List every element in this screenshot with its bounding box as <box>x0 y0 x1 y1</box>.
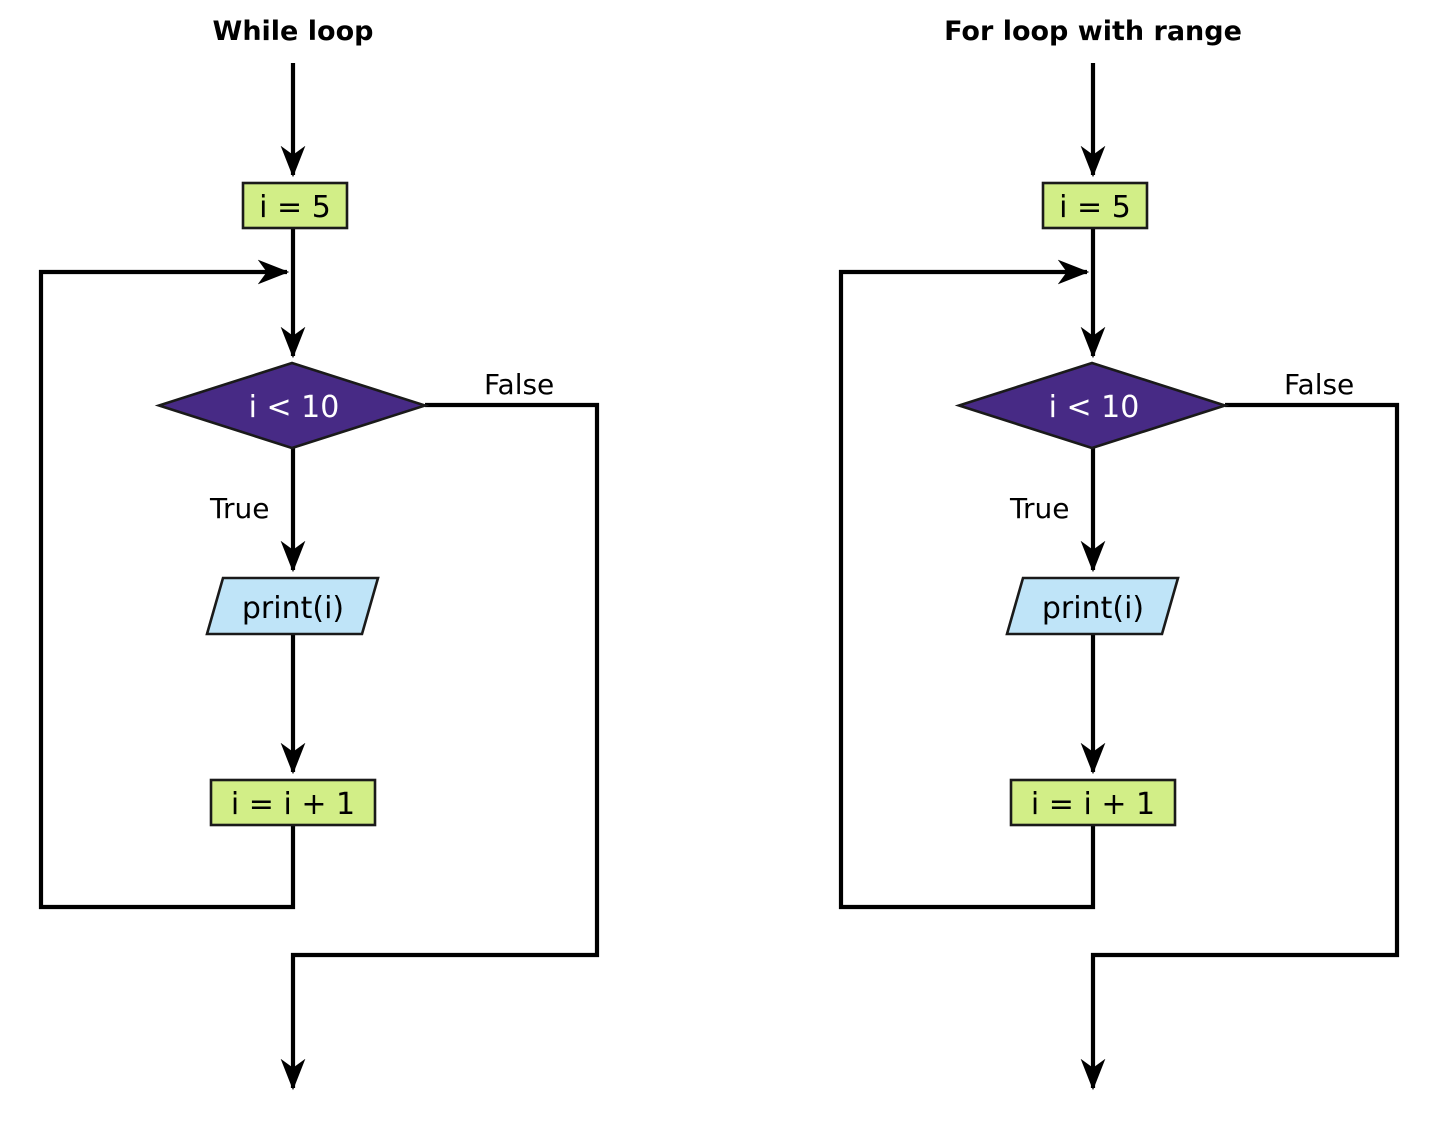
node-increment-box-2[interactable] <box>1009 778 1177 827</box>
node-output-label-2: print(i) <box>1042 591 1144 626</box>
diagram-title-for-loop: For loop with range <box>944 16 1242 47</box>
edge-decision-false-to-exit <box>280 402 600 1091</box>
edge-decision-false-to-exit-2 <box>1080 402 1400 1091</box>
node-init-label: i = 5 <box>259 190 331 225</box>
diagram-for-loop-with-range: For loop with range i = 5 i < 10 <box>838 16 1400 1091</box>
node-init-box-2[interactable] <box>1041 181 1149 230</box>
node-decision-diamond-2[interactable] <box>954 361 1230 450</box>
node-decision-label: i < 10 <box>249 390 340 425</box>
edge-label-true: True <box>209 492 269 525</box>
node-output-label: print(i) <box>242 591 344 626</box>
edge-loop-back-to-decision <box>38 259 296 910</box>
node-output-parallelogram-2[interactable] <box>1005 576 1180 636</box>
diagram-title-while-loop: While loop <box>213 16 374 47</box>
node-init-box[interactable] <box>241 181 349 230</box>
edge-label-false-2: False <box>1284 368 1354 401</box>
node-decision-label-2: i < 10 <box>1049 390 1140 425</box>
node-decision-diamond[interactable] <box>154 361 430 450</box>
node-increment-label-2: i = i + 1 <box>1031 787 1155 822</box>
node-increment-box[interactable] <box>209 778 377 827</box>
node-increment-label: i = i + 1 <box>231 787 355 822</box>
diagram-while-loop: While loop i = 5 i < 10 print(i) <box>38 16 600 1091</box>
edge-label-false: False <box>484 368 554 401</box>
edge-label-true-2: True <box>1009 492 1069 525</box>
node-output-parallelogram[interactable] <box>205 576 380 636</box>
edge-loop-back-to-decision-2 <box>838 259 1096 910</box>
node-init-label-2: i = 5 <box>1059 190 1131 225</box>
